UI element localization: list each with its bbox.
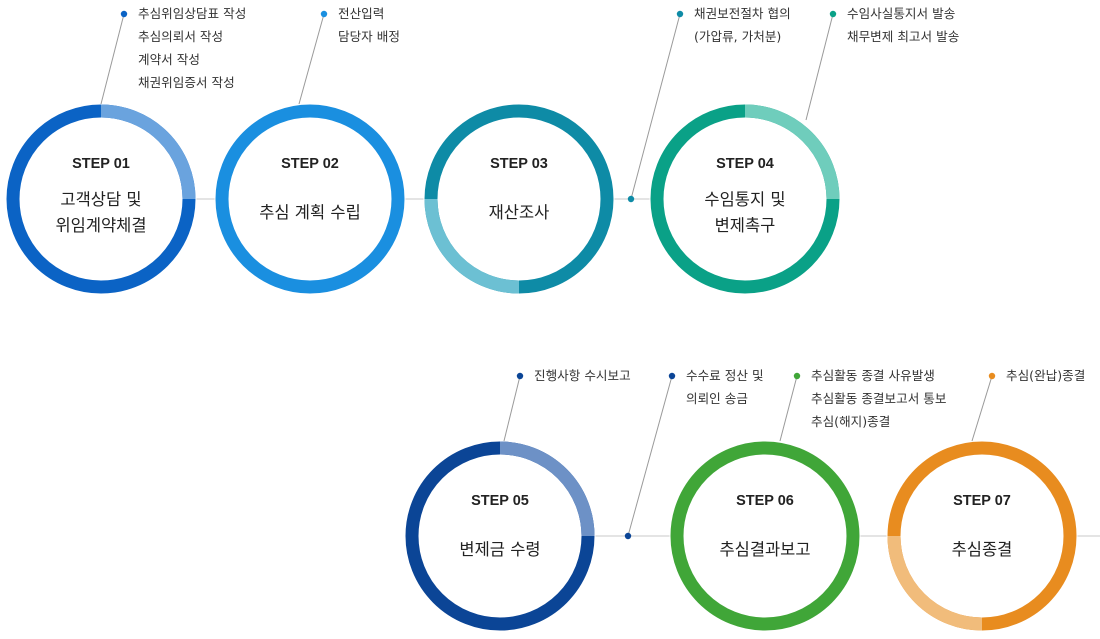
note-line: 담당자 배정 (338, 29, 400, 44)
circle-backdrop (5, 103, 197, 295)
step-label: STEP 01 (72, 156, 130, 172)
step-title-line: 추심종결 (952, 540, 1013, 559)
note-line: 채무변제 최고서 발송 (847, 29, 959, 44)
note-leader-line (630, 13, 681, 200)
note-leader-line (779, 375, 798, 442)
ring-light-segment (100, 104, 196, 200)
circle-backdrop (214, 103, 406, 295)
step-label: STEP 03 (490, 156, 548, 172)
note-leader-line (298, 13, 325, 105)
step-title-line: 추심결과보고 (719, 540, 810, 559)
note-leader-line (100, 13, 125, 105)
step-note-8: 추심(완납)종결 (971, 368, 1085, 442)
ring-light-segment (499, 441, 595, 537)
note-line: 전산입력 (338, 6, 384, 21)
ring-light-segment (744, 104, 840, 200)
note-line: 의뢰인 송금 (686, 391, 748, 406)
bullet-dot-icon (793, 372, 801, 380)
note-line: 수수료 정산 및 (686, 368, 764, 383)
note-line: 채권위임증서 작성 (138, 75, 235, 90)
joint-dot-icon (624, 532, 632, 540)
note-line: 추심(해지)종결 (811, 414, 890, 429)
note-leader-line (805, 13, 834, 121)
step-circle-5: STEP 05 변제금 수령 (404, 440, 596, 632)
bullet-dot-icon (320, 10, 328, 18)
note-leader-line (971, 375, 993, 442)
circle-backdrop (886, 440, 1078, 632)
ring-main (670, 441, 860, 631)
ring-light-segment (424, 198, 520, 294)
step-note-5: 진행사항 수시보고 (503, 368, 631, 442)
step-title-line: 변제촉구 (715, 216, 776, 235)
note-line: 추심(완납)종결 (1006, 368, 1085, 383)
joint-dot-icon (627, 195, 635, 203)
note-line: 채권보전절차 협의 (694, 6, 791, 21)
bullet-dot-icon (120, 10, 128, 18)
circle-backdrop (404, 440, 596, 632)
step-label: STEP 06 (736, 493, 794, 509)
bullet-dot-icon (988, 372, 996, 380)
note-line: 추심활동 종결보고서 통보 (811, 391, 946, 406)
step-circle-7: STEP 07 추심종결 (886, 440, 1078, 632)
note-leader-line (503, 375, 521, 442)
circle-backdrop (423, 103, 615, 295)
note-leader-line (627, 375, 673, 537)
bullet-dot-icon (668, 372, 676, 380)
note-line: 수임사실통지서 발송 (847, 6, 955, 21)
circle-backdrop (649, 103, 841, 295)
step-title-line: 변제금 수령 (459, 540, 540, 559)
step-title-line: 고객상담 및 (60, 190, 141, 209)
step-title-line: 수임통지 및 (704, 190, 785, 209)
note-line: 추심위임상담표 작성 (138, 6, 246, 21)
step-circle-2: STEP 02 추심 계획 수립 (214, 103, 406, 295)
step-title-line: 추심 계획 수립 (259, 203, 361, 222)
ring-light-segment (887, 535, 983, 631)
step-circle-6: STEP 06 추심결과보고 (669, 440, 861, 632)
step-label: STEP 04 (716, 156, 774, 172)
step-circle-3: STEP 03 재산조사 (423, 103, 615, 295)
bullet-dot-icon (829, 10, 837, 18)
note-line: 추심활동 종결 사유발생 (811, 368, 935, 383)
note-line: 추심의뢰서 작성 (138, 29, 223, 44)
step-note-3: 채권보전절차 협의 (가압류, 가처분) (627, 6, 791, 203)
note-line: 진행사항 수시보고 (534, 368, 631, 383)
step-label: STEP 02 (281, 156, 339, 172)
step-label: STEP 07 (953, 493, 1011, 509)
bullet-dot-icon (676, 10, 684, 18)
circle-backdrop (669, 440, 861, 632)
step-title-line: 재산조사 (489, 203, 550, 222)
note-line: (가압류, 가처분) (694, 29, 781, 44)
step-label: STEP 05 (471, 493, 529, 509)
bullet-dot-icon (516, 372, 524, 380)
ring-main (215, 104, 405, 294)
note-line: 계약서 작성 (138, 52, 200, 67)
step-title-line: 위임계약체결 (55, 216, 146, 235)
